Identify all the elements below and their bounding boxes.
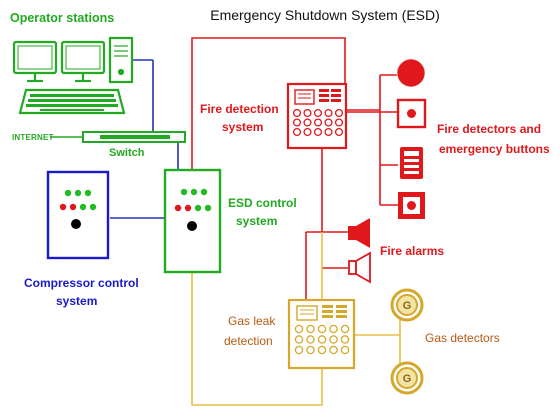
- fire-detectors-label-line1: Fire detectors and: [437, 122, 542, 136]
- keypad-key: [303, 108, 312, 118]
- keypad-key: [306, 324, 315, 334]
- keypad-key: [292, 127, 302, 137]
- keypad-key: [334, 127, 344, 137]
- network-switch: [50, 131, 186, 143]
- keyboard-keys: [26, 94, 118, 111]
- keypad-key: [317, 345, 327, 355]
- gas-detector-1: G: [390, 288, 424, 322]
- fire-alarms-label: Fire alarms: [380, 244, 445, 258]
- compressor-label-line2: system: [56, 294, 98, 308]
- smoke-detector: [400, 147, 423, 179]
- keypad-key: [313, 108, 323, 118]
- keypad-key: [334, 118, 344, 127]
- fire-detection-label-line1: Fire detection: [200, 102, 279, 116]
- keypad-key: [303, 118, 312, 127]
- gas-detector-2: G: [390, 361, 424, 395]
- keypad-key: [317, 335, 327, 344]
- keypad-key: [306, 345, 315, 355]
- gas-leak-label-line1: Gas leak: [228, 314, 276, 328]
- compressor-control-cabinet: [46, 170, 110, 260]
- emergency-button-1: [396, 98, 427, 129]
- internet-label: INTERNET: [12, 133, 54, 142]
- esd-label-line1: ESD control: [228, 196, 297, 210]
- compressor-label-line1: Compressor control: [24, 276, 139, 290]
- switch-label: Switch: [109, 147, 145, 159]
- fire-detector-bell: [396, 58, 426, 88]
- keypad-key: [303, 127, 312, 137]
- keypad-key: [292, 108, 302, 118]
- keypad-key: [292, 118, 302, 127]
- operator-stations-label: Operator stations: [10, 11, 115, 25]
- gas-leak-panel: [287, 298, 356, 370]
- keypad-key: [294, 345, 304, 355]
- keypad-key: [313, 118, 323, 127]
- keypad-key: [334, 108, 344, 118]
- keypad-key: [294, 324, 304, 334]
- keypad-key: [324, 118, 333, 127]
- keypad-key: [306, 335, 315, 344]
- keypad-key: [340, 345, 350, 355]
- keypad-key: [324, 108, 333, 118]
- keypad-key: [317, 324, 327, 334]
- emergency-button-2: [398, 192, 425, 219]
- keypad-key: [340, 324, 350, 334]
- gas-panel-keypad: [294, 324, 350, 355]
- gas-detectors-label: Gas detectors: [425, 331, 500, 345]
- fire-alarm-siren-1: [348, 218, 370, 248]
- keypad-key: [324, 127, 333, 137]
- fire-panel-keypad: [292, 108, 344, 137]
- fire-detectors-label-line2: emergency buttons: [439, 142, 550, 156]
- keypad-key: [329, 324, 338, 334]
- fire-loop-wires: [191, 37, 398, 300]
- svg-text:G: G: [403, 373, 412, 385]
- gas-leak-label-line2: detection: [224, 334, 273, 348]
- esd-label-line2: system: [236, 214, 278, 228]
- svg-text:G: G: [403, 300, 412, 312]
- keypad-key: [340, 335, 350, 344]
- diagram-title: Emergency Shutdown System (ESD): [210, 7, 440, 23]
- esd-control-cabinet: [163, 168, 222, 274]
- keypad-key: [329, 345, 338, 355]
- fire-alarm-siren-2: [348, 251, 371, 284]
- keypad-key: [313, 127, 323, 137]
- fire-detection-label-line2: system: [222, 120, 264, 134]
- keypad-key: [329, 335, 338, 344]
- keypad-key: [294, 335, 304, 344]
